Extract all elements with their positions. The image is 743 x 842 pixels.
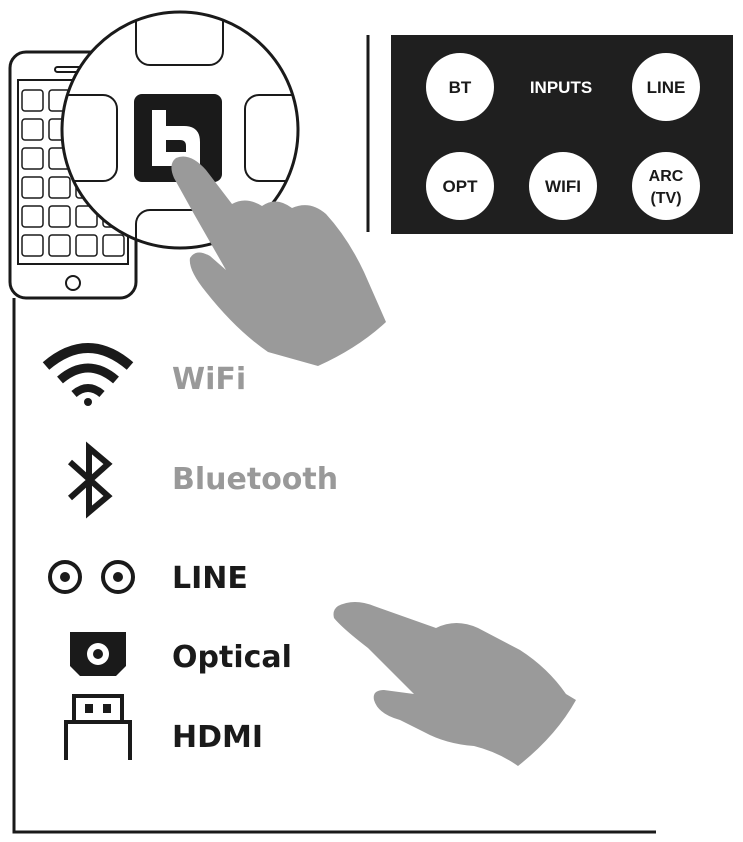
pointing-hand-bottom [333,602,576,766]
input-button-opt-label: OPT [443,177,479,196]
phone-app-icon [48,176,71,199]
input-button-bt[interactable]: BT [426,53,494,121]
source-hdmi: HDMI [64,694,263,760]
remote-inputs-panel: INPUTS BT LINE OPT WIFI ARC (TV) [391,35,733,234]
input-button-wifi[interactable]: WIFI [529,152,597,220]
input-button-opt[interactable]: OPT [426,152,494,220]
input-button-arc-label-2: (TV) [650,190,681,207]
input-button-bt-label: BT [449,78,472,97]
source-bluetooth-label: Bluetooth [172,462,338,497]
magnifier-ring [60,10,300,250]
source-hdmi-label: HDMI [172,720,263,755]
source-wifi-label: WiFi [172,362,246,397]
input-button-line[interactable]: LINE [632,53,700,121]
phone-app-icon [21,147,44,170]
source-line: LINE [48,560,248,596]
frame-line [12,298,656,834]
input-button-wifi-label: WIFI [545,177,581,196]
inputs-title: INPUTS [530,78,592,97]
pointing-hand-top [171,156,386,366]
phone-app-icon [21,89,44,112]
source-bluetooth: Bluetooth [67,441,338,519]
input-button-arc-label-1: ARC [649,168,684,185]
phone-app-icon [102,234,125,257]
line-rca-icon [48,560,135,594]
source-optical: Optical [70,632,292,676]
input-button-arc[interactable]: ARC (TV) [632,152,700,220]
phone-app-icon [48,234,71,257]
hdmi-icon [64,694,132,760]
optical-icon [70,632,126,676]
zoomed-app-tile [244,94,298,182]
phone-home-button [65,275,81,291]
phone-app-icon [75,234,98,257]
source-line-label: LINE [172,561,248,596]
bluetooth-icon [67,441,113,519]
phone-app-icon [75,205,98,228]
zoomed-app-tile [135,12,224,66]
phone-app-icon [21,118,44,141]
app-logo-icon [152,110,200,166]
phone-app-icon [21,176,44,199]
phone-app-icon [21,234,44,257]
source-optical-label: Optical [172,640,292,675]
magnifier [60,10,300,250]
input-button-line-label: LINE [647,78,686,97]
wifi-icon [42,343,134,406]
phone-app-icon [48,205,71,228]
source-wifi: WiFi [42,343,246,406]
phone-app-icon [21,205,44,228]
